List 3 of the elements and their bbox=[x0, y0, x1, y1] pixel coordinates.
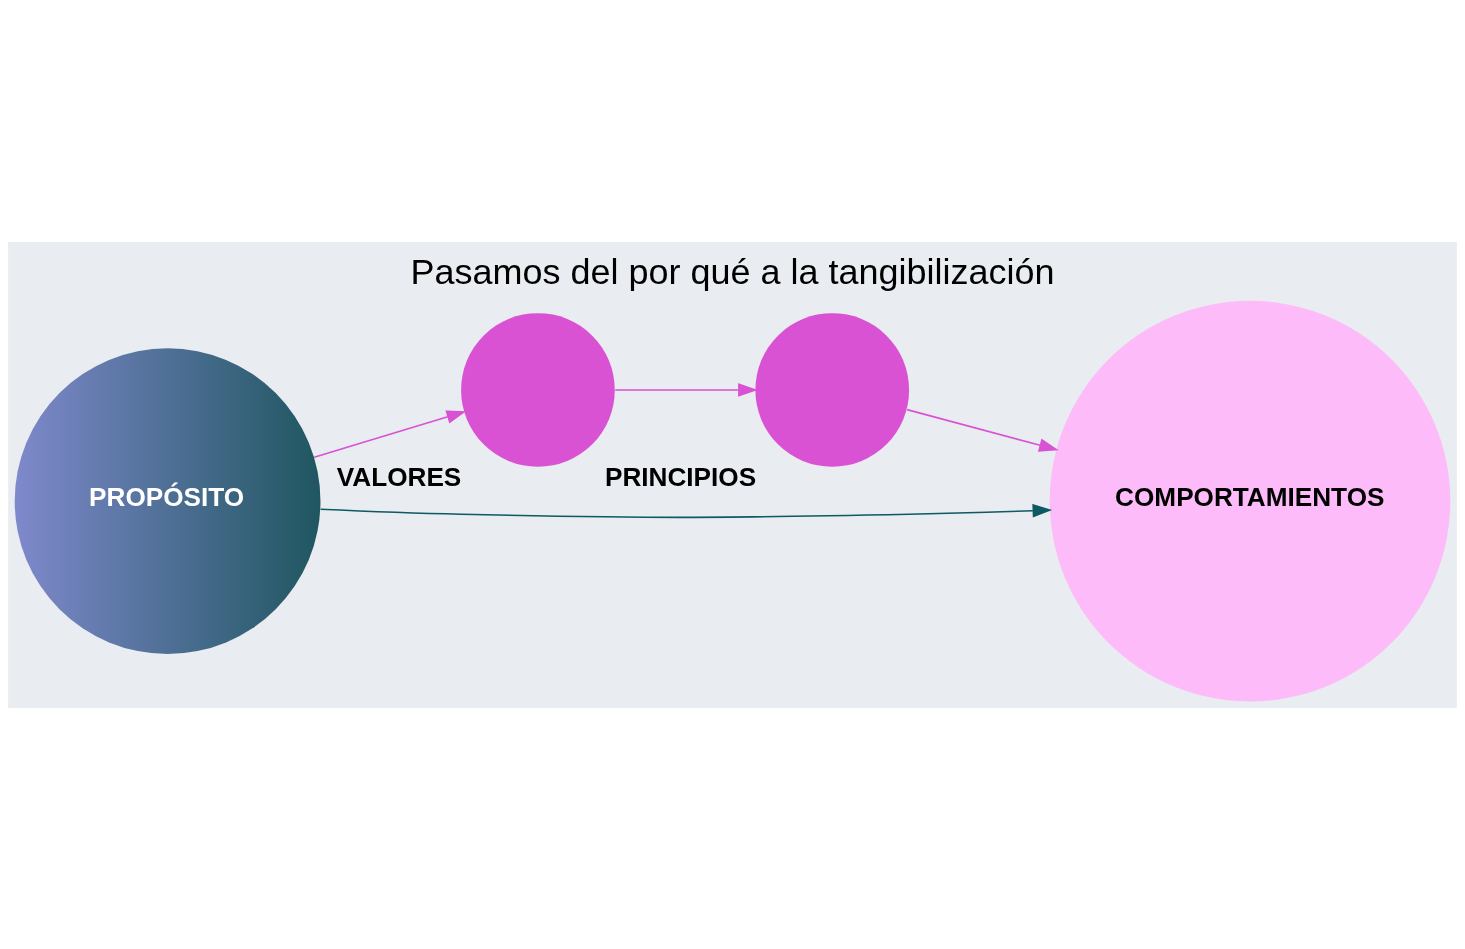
diagram-title: Pasamos del por qué a la tangibilización bbox=[410, 250, 1055, 292]
node-label: VALORES bbox=[336, 461, 462, 492]
node-label: PRINCIPIOS bbox=[604, 461, 757, 492]
